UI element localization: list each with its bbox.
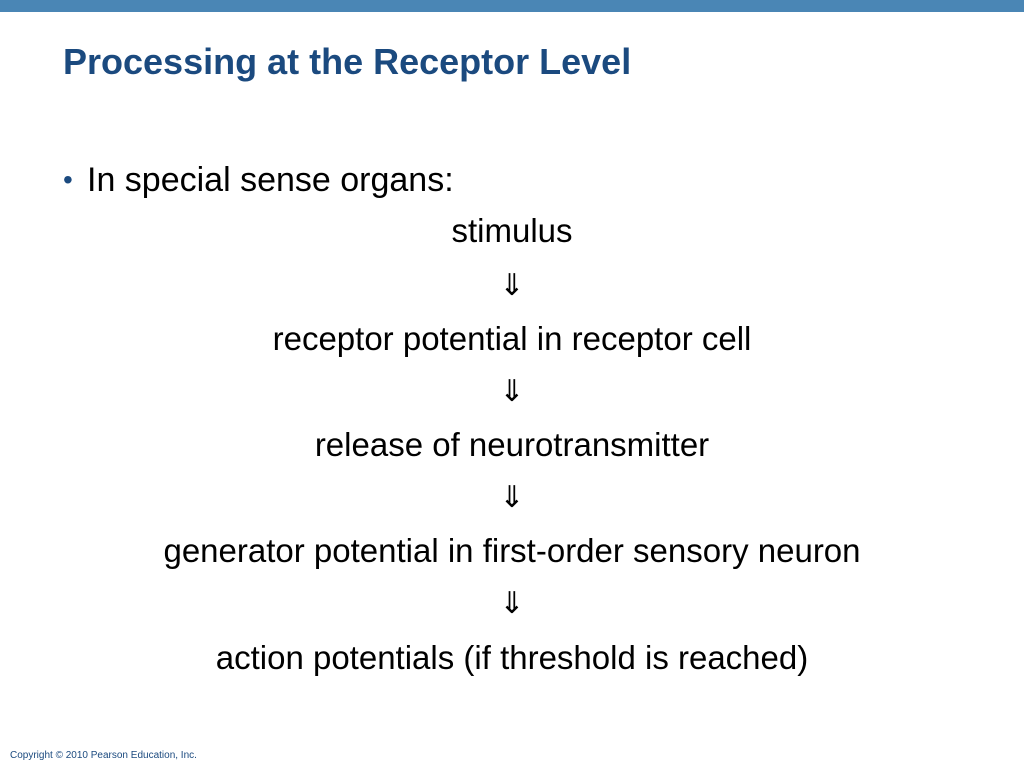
flow-step-action-potentials: action potentials (if threshold is reach… (215, 639, 809, 676)
top-accent-bar (0, 0, 1024, 12)
bullet-text: In special sense organs: (87, 161, 454, 199)
down-arrow-icon: ⇓ (499, 268, 525, 303)
down-arrow-icon: ⇓ (499, 586, 525, 621)
bullet-item: • In special sense organs: (63, 158, 454, 202)
flow-step-generator-potential: generator potential in first-order senso… (163, 532, 861, 569)
flow-step-stimulus: stimulus (451, 212, 573, 249)
flow-step-receptor-potential: receptor potential in receptor cell (272, 320, 752, 357)
copyright-notice: Copyright © 2010 Pearson Education, Inc. (10, 750, 197, 761)
down-arrow-icon: ⇓ (499, 374, 525, 409)
slide-title: Processing at the Receptor Level (63, 41, 632, 82)
flow-step-neurotransmitter-release: release of neurotransmitter (314, 426, 710, 463)
down-arrow-icon: ⇓ (499, 480, 525, 515)
bullet-marker: • (63, 164, 73, 195)
